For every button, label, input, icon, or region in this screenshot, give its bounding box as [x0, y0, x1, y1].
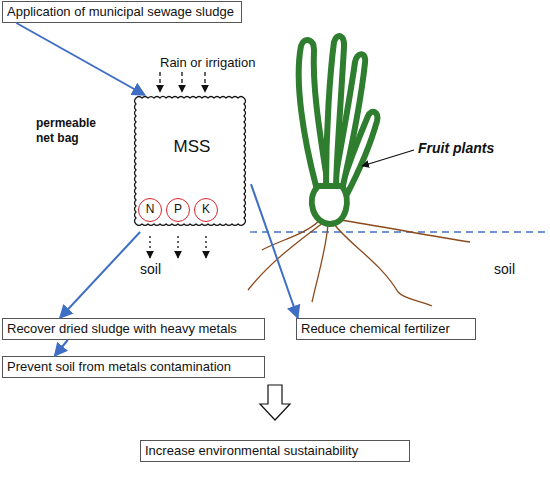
leach-arrow	[205, 236, 206, 258]
rain-arrows	[160, 72, 205, 92]
plant	[299, 36, 378, 224]
root	[334, 224, 432, 306]
nutrient-circle: P	[166, 198, 190, 222]
outcome-box: Recover dried sludge with heavy metals	[2, 318, 265, 340]
leach-arrows	[150, 236, 206, 258]
outcome-box: Prevent soil from metals contamination	[2, 356, 265, 378]
flow-arrow	[16, 23, 144, 95]
plant-roots	[248, 220, 470, 306]
nutrient-label: K	[202, 202, 210, 216]
text-label: Fruit plants	[418, 141, 528, 156]
bag-outline-path	[135, 97, 246, 226]
rain-arrow	[204, 72, 205, 92]
flow-arrow	[60, 232, 140, 318]
leader-line	[362, 150, 414, 166]
box-text: Application of municipal sewage sludge	[7, 3, 237, 21]
goal-box: Increase environmental sustainability	[140, 440, 410, 462]
nutrient-circle: K	[194, 198, 218, 222]
box-text: Increase environmental sustainability	[145, 442, 405, 460]
source-box: Application of municipal sewage sludge	[2, 1, 242, 23]
nutrient-label: N	[146, 202, 155, 216]
net-bag: MSS N P K	[133, 95, 251, 232]
bag-label: MSS	[133, 137, 251, 157]
box-text: Reduce chemical fertilizer	[301, 320, 471, 338]
soil-surface-line	[250, 231, 550, 232]
root	[262, 220, 320, 250]
box-text: Prevent soil from metals contamination	[7, 358, 260, 376]
nutrient-label: P	[174, 202, 182, 216]
text-label: permeable net bag	[36, 116, 114, 146]
outcome-box: Reduce chemical fertilizer	[296, 318, 476, 340]
plant-leaf	[326, 36, 344, 186]
leach-arrow	[177, 236, 178, 258]
flow-arrow	[55, 340, 68, 356]
hollow-arrow	[260, 385, 290, 420]
root	[248, 222, 324, 290]
flow-arrow	[251, 184, 298, 318]
rain-arrow	[159, 72, 160, 92]
text-label: soil	[140, 262, 180, 277]
text-label: soil	[494, 262, 534, 277]
root	[312, 224, 328, 302]
root	[340, 220, 470, 242]
text-label: Rain or irrigation	[160, 55, 290, 70]
leach-arrow	[149, 236, 150, 258]
rain-arrow	[181, 72, 182, 92]
plant-bulb	[312, 186, 347, 224]
box-text: Recover dried sludge with heavy metals	[7, 320, 260, 338]
nutrient-circle: N	[138, 198, 162, 222]
